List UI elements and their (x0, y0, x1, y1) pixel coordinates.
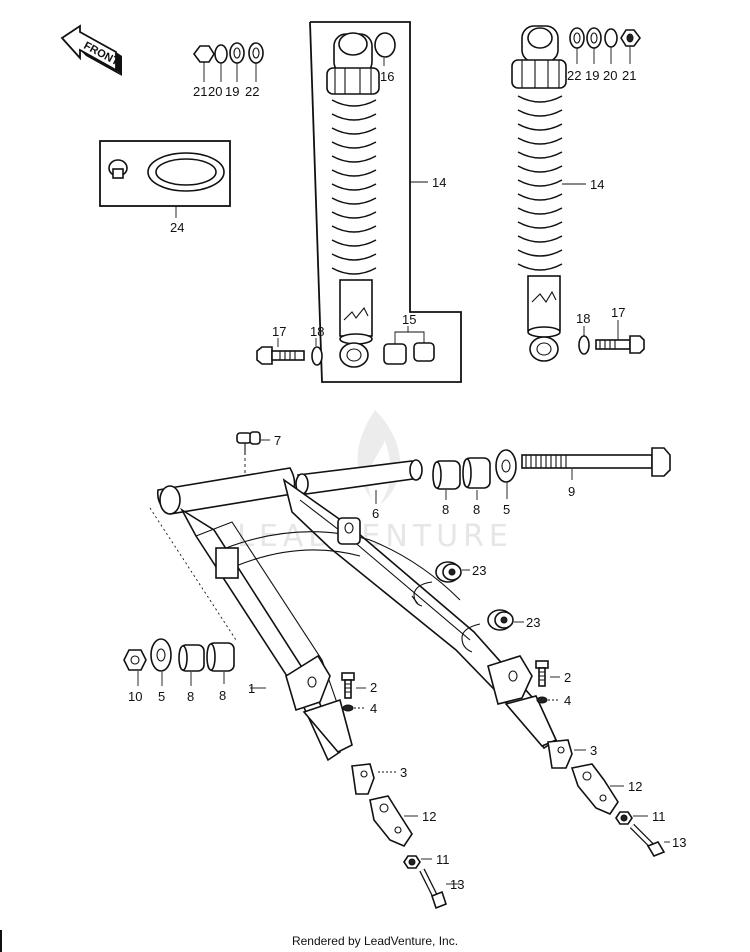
pivot-bushings-right (432, 449, 517, 500)
chain-clip-upper (411, 581, 433, 607)
callout-1: 1 (248, 681, 255, 696)
adjuster-bolt-13-left (419, 868, 460, 910)
adjuster-bolt-13-right (629, 823, 670, 857)
callout-14-right: 14 (590, 177, 604, 192)
callout-5-left: 5 (158, 689, 165, 704)
bolt-17-left (256, 338, 323, 366)
callout-3-left: 3 (400, 765, 407, 780)
callout-21-right: 21 (622, 68, 636, 83)
callout-11-right: 11 (652, 809, 666, 824)
callout-23-upper: 23 (472, 563, 486, 578)
callout-4-right: 4 (564, 693, 571, 708)
callout-12-right: 12 (628, 779, 642, 794)
callout-13-right: 13 (672, 835, 686, 850)
callout-23-lower: 23 (526, 615, 540, 630)
callout-17-right: 17 (611, 305, 625, 320)
chain-adjuster-12-left (369, 795, 418, 847)
nut-11-left (403, 855, 432, 869)
edge-mark (0, 930, 2, 952)
callout-8-left-a: 8 (187, 689, 194, 704)
pivot-bolt-9 (521, 447, 671, 480)
pivot-sleeve-6 (295, 459, 423, 504)
nut-washer-set-left (193, 42, 264, 82)
callout-21-left: 21 (193, 84, 207, 99)
nut-washer-set-right (569, 27, 641, 64)
adjuster-block-3-right (547, 739, 586, 769)
callout-8-left-b: 8 (219, 688, 226, 703)
callout-20-left: 20 (208, 84, 222, 99)
callout-22-right: 22 (567, 68, 581, 83)
kit-24-box (99, 140, 231, 218)
nut-11-right (615, 811, 648, 825)
callout-18-left: 18 (310, 324, 324, 339)
adjuster-block-3-left (351, 763, 396, 795)
callout-17-left: 17 (272, 324, 286, 339)
callout-8-right-a: 8 (442, 502, 449, 517)
callout-18-right: 18 (576, 311, 590, 326)
shock-absorber-left (309, 21, 462, 383)
swingarm-1 (149, 467, 558, 762)
callout-12-left: 12 (422, 809, 436, 824)
callout-11-left: 11 (436, 852, 450, 867)
chain-adjuster-12-right (570, 763, 624, 815)
bolt-17-right (578, 320, 645, 355)
callout-8-right-b: 8 (473, 502, 480, 517)
callout-6: 6 (372, 506, 379, 521)
bolt-2-right (535, 660, 560, 704)
callout-14-left: 14 (432, 175, 446, 190)
callout-19-right: 19 (585, 68, 599, 83)
rubber-stopper-23-upper (435, 561, 470, 583)
callout-5-right: 5 (503, 502, 510, 517)
callout-4-left: 4 (370, 701, 377, 716)
bolt-2-left (341, 672, 366, 712)
callout-10: 10 (128, 689, 142, 704)
front-arrow-icon: FRONT (60, 24, 122, 76)
callout-13-left: 13 (450, 877, 464, 892)
callout-19-left: 19 (225, 84, 239, 99)
shock-absorber-right (511, 25, 586, 362)
rubber-stopper-23-lower (487, 609, 524, 631)
callout-22-left: 22 (245, 84, 259, 99)
footer-credit: Rendered by LeadVenture, Inc. (291, 934, 459, 948)
callout-24: 24 (170, 220, 184, 235)
callout-20-right: 20 (603, 68, 617, 83)
callout-16: 16 (380, 69, 394, 84)
grease-fitting-7 (236, 431, 270, 474)
callout-15: 15 (402, 312, 416, 327)
callout-2-right: 2 (564, 670, 571, 685)
chain-clip-lower (461, 623, 481, 653)
pivot-hardware-left (123, 638, 235, 686)
callout-3-right: 3 (590, 743, 597, 758)
callout-2-left: 2 (370, 680, 377, 695)
callout-7: 7 (274, 433, 281, 448)
callout-9: 9 (568, 484, 575, 499)
